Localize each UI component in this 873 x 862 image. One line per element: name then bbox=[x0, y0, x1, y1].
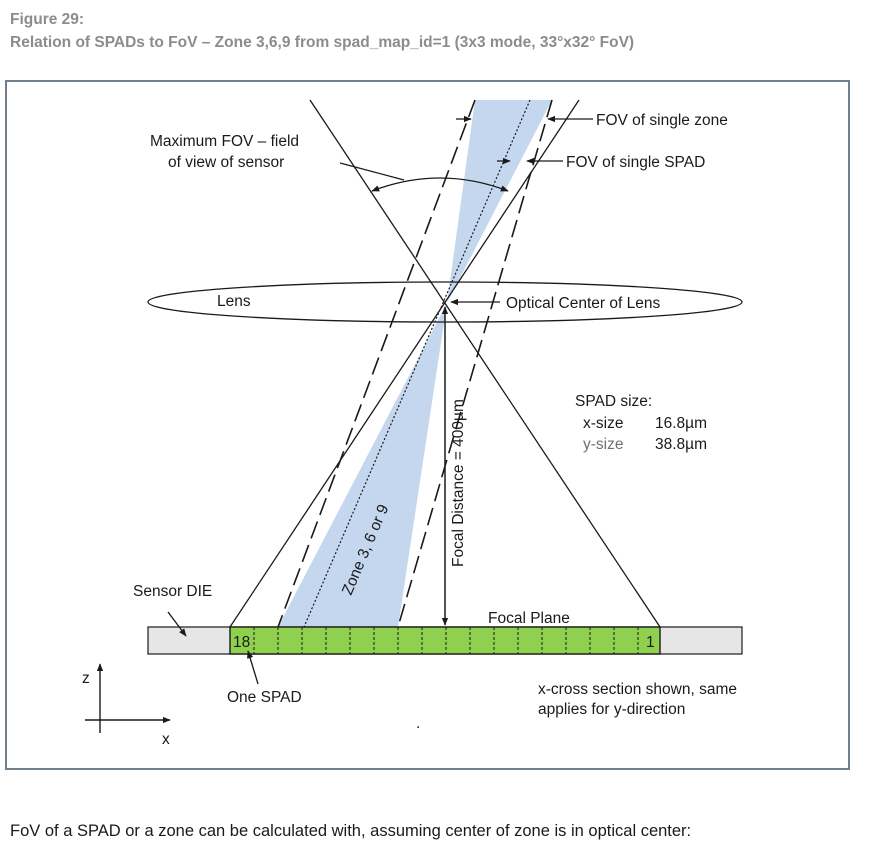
zone-center-line bbox=[303, 99, 531, 628]
zone-fov-cone-lower bbox=[278, 303, 447, 627]
fov-single-zone-label: FOV of single zone bbox=[596, 112, 728, 129]
figure-number: Figure 29: bbox=[10, 11, 85, 28]
cross-section-note-line1: x-cross section shown, same bbox=[538, 681, 737, 698]
spad-right-index: 1 bbox=[646, 634, 655, 651]
z-axis-label: z bbox=[82, 670, 90, 687]
y-size-value: 38.8µm bbox=[655, 436, 707, 453]
sensor-die-pointer bbox=[167, 611, 187, 637]
max-fov-label-line2: of view of sensor bbox=[168, 154, 284, 171]
spad-array bbox=[229, 626, 661, 655]
figure-heading: Figure 29: Relation of SPADs to FoV – Zo… bbox=[10, 8, 634, 54]
stray-mark: . bbox=[416, 715, 420, 732]
zone-boundary-left bbox=[277, 99, 476, 628]
max-fov-arc bbox=[371, 177, 509, 192]
one-spad-label: One SPAD bbox=[227, 689, 302, 706]
x-size-value: 16.8µm bbox=[655, 415, 707, 432]
spad-dividers bbox=[253, 627, 639, 654]
x-size-label: x-size bbox=[583, 415, 623, 432]
zone-boundary-right bbox=[397, 99, 553, 628]
focal-plane-label: Focal Plane bbox=[488, 610, 570, 627]
diagram-frame bbox=[5, 80, 850, 770]
zone-fov-cone-upper bbox=[447, 100, 552, 303]
y-size-label: y-size bbox=[583, 436, 623, 453]
focal-distance-label: Focal Distance = 400µm bbox=[450, 399, 467, 567]
x-axis-label: x bbox=[162, 731, 170, 748]
sensor-die-label: Sensor DIE bbox=[133, 583, 212, 600]
spad-left-index: 18 bbox=[233, 634, 250, 651]
spad-size-title: SPAD size: bbox=[575, 393, 652, 410]
max-fov-pointer bbox=[339, 162, 405, 181]
figure-title: Relation of SPADs to FoV – Zone 3,6,9 fr… bbox=[10, 34, 635, 51]
one-spad-pointer bbox=[247, 650, 259, 685]
max-fov-label-line1: Maximum FOV – field bbox=[150, 133, 299, 150]
lens-label: Lens bbox=[217, 293, 251, 310]
footer-text: FoV of a SPAD or a zone can be calculate… bbox=[10, 822, 692, 840]
cross-section-note-line2: applies for y-direction bbox=[538, 701, 685, 718]
max-fov-line-right bbox=[229, 99, 580, 628]
optical-center-label: Optical Center of Lens bbox=[506, 295, 660, 312]
fov-single-spad-label: FOV of single SPAD bbox=[566, 154, 705, 171]
max-fov-line-left bbox=[309, 99, 661, 628]
